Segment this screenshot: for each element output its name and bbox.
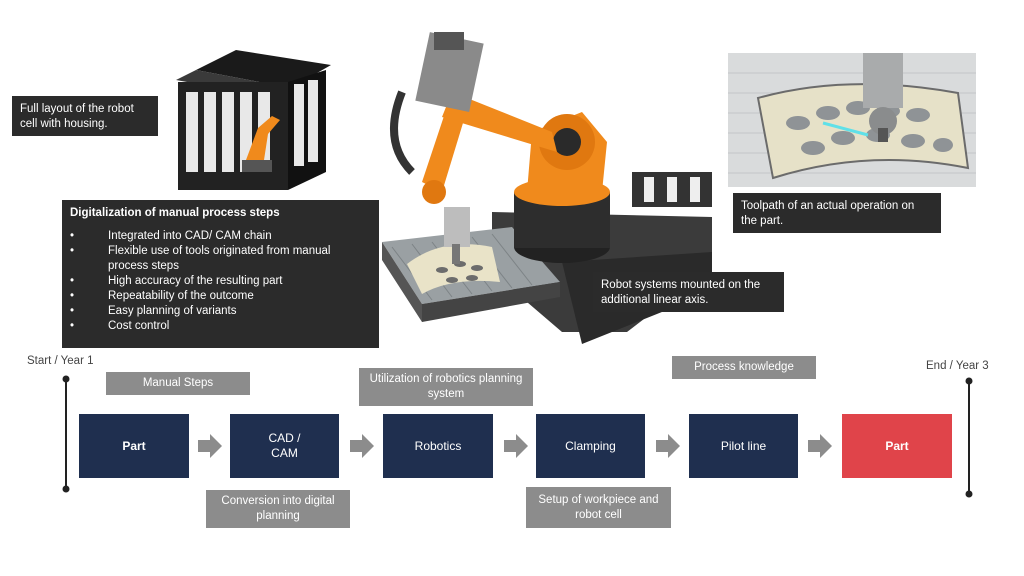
step-label: Robotics xyxy=(414,438,462,453)
digitalization-bullets: Integrated into CAD/ CAM chain Flexible … xyxy=(70,229,371,334)
utilization-label: Utilization of robotics planning system xyxy=(359,368,533,406)
arrow-right-icon xyxy=(198,434,222,458)
toolpath-note: Toolpath of an actual operation on the p… xyxy=(733,193,941,233)
arrow-right-icon xyxy=(504,434,528,458)
timeline-end-label: End / Year 3 xyxy=(926,360,989,372)
timeline-start-label: Start / Year 1 xyxy=(27,355,94,367)
toolpath-note-text: Toolpath of an actual operation on the p… xyxy=(741,200,915,227)
process-knowledge-label: Process knowledge xyxy=(672,356,816,379)
step-cad-cam: CAD / CAM xyxy=(230,414,339,478)
manual-steps-label: Manual Steps xyxy=(106,372,250,395)
conversion-label-text: Conversion into digital planning xyxy=(221,495,335,522)
setup-label-text: Setup of workpiece and robot cell xyxy=(538,493,659,521)
step-clamping: Clamping xyxy=(536,414,645,478)
bullet-item: Flexible use of tools originated from ma… xyxy=(70,244,371,274)
step-label: Pilot line xyxy=(720,438,767,453)
step-pilot-line: Pilot line xyxy=(689,414,798,478)
step-robotics: Robotics xyxy=(383,414,493,478)
arrow-right-icon xyxy=(656,434,680,458)
bullet-item: Easy planning of variants xyxy=(70,304,371,319)
robot-cell-housing-illustration xyxy=(176,50,331,190)
utilization-label-text: Utilization of robotics planning system xyxy=(369,373,523,400)
digitalization-panel: Digitalization of manual process steps I… xyxy=(62,200,379,348)
timeline-end-marker xyxy=(965,377,973,498)
process-knowledge-label-text: Process knowledge xyxy=(694,361,794,373)
digitalization-title: Digitalization of manual process steps xyxy=(70,207,280,219)
setup-label: Setup of workpiece and robot cell xyxy=(526,487,671,528)
step-label: Clamping xyxy=(565,438,616,453)
step-part-end: Part xyxy=(842,414,952,478)
timeline-start-marker xyxy=(62,375,70,493)
step-label: CAD / CAM xyxy=(268,431,301,460)
step-label: Part xyxy=(122,438,146,453)
arrow-right-icon xyxy=(350,434,374,458)
manual-steps-label-text: Manual Steps xyxy=(142,377,214,389)
toolpath-part-illustration xyxy=(728,53,976,187)
bullet-item: Integrated into CAD/ CAM chain xyxy=(70,229,371,244)
bullet-item: Cost control xyxy=(70,319,371,334)
housing-note-text: Full layout of the robot cell with housi… xyxy=(20,103,134,130)
linear-axis-note: Robot systems mounted on the additional … xyxy=(593,272,784,312)
bullet-item: Repeatability of the outcome xyxy=(70,289,371,304)
step-label: Part xyxy=(885,438,909,453)
bullet-item: High accuracy of the resulting part xyxy=(70,274,371,289)
conversion-label: Conversion into digital planning xyxy=(206,490,350,528)
step-part-start: Part xyxy=(79,414,189,478)
housing-note: Full layout of the robot cell with housi… xyxy=(12,96,158,136)
linear-axis-note-text: Robot systems mounted on the additional … xyxy=(601,279,761,306)
arrow-right-icon xyxy=(808,434,832,458)
